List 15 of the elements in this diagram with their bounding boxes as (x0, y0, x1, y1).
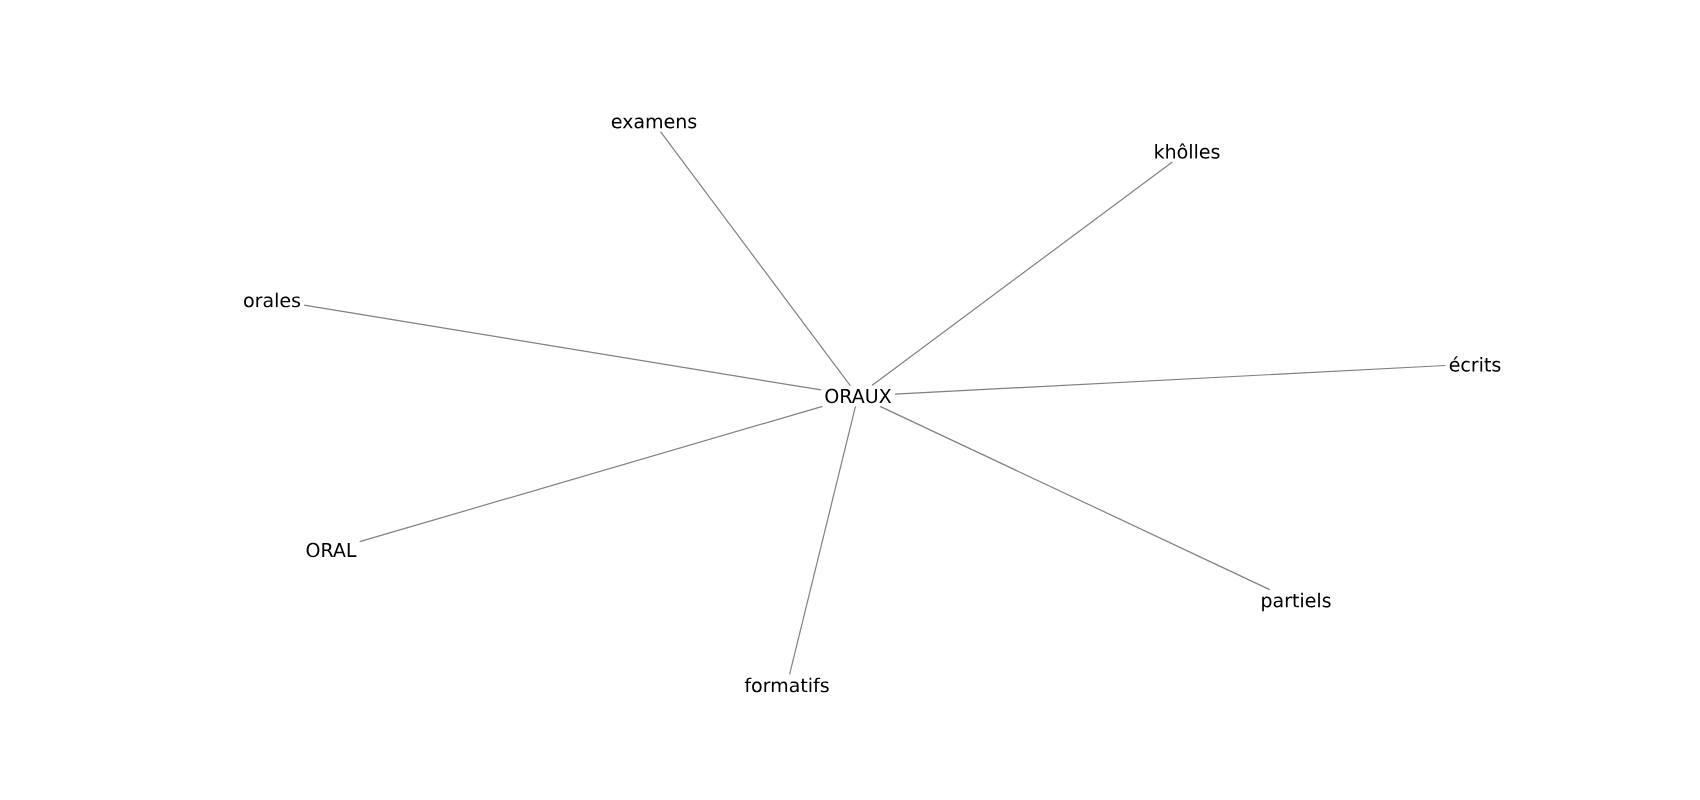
connector-line (359, 405, 824, 543)
connector-line (659, 131, 851, 387)
connector-line (894, 364, 1447, 395)
word-label: formatifs (744, 677, 829, 693)
connector-line (871, 161, 1173, 387)
word-label: examens (611, 117, 697, 129)
word-label: partiels (1262, 592, 1331, 612)
word-label: ORAL (306, 542, 357, 558)
connector-line (789, 405, 857, 676)
connector-line (879, 405, 1271, 591)
connector-line (303, 304, 822, 391)
word-label: orales (244, 292, 301, 308)
word-label: écrits (1449, 356, 1501, 372)
central-word: ORAUX (825, 388, 892, 404)
word-label: khôlles (1155, 143, 1220, 159)
